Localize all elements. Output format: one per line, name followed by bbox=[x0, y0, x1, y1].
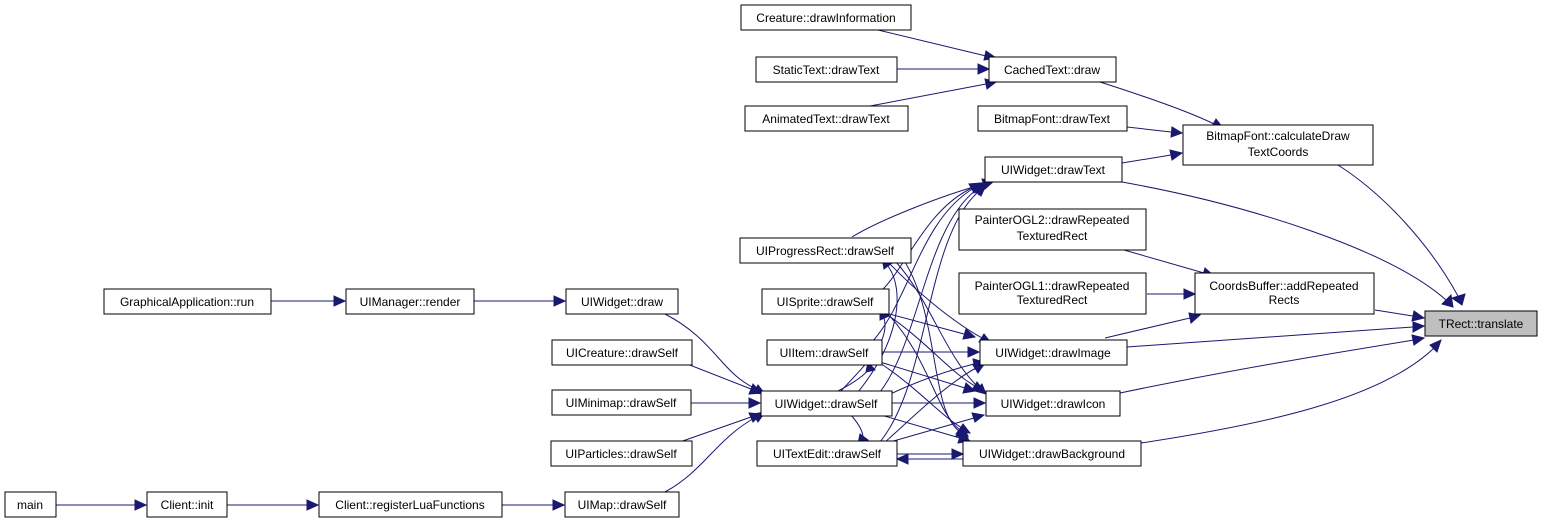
node-label: CachedText::draw bbox=[1004, 63, 1100, 77]
node-label: UISprite::drawSelf bbox=[777, 295, 874, 309]
edge-uiminimap-to-uiwidget-drawself bbox=[690, 397, 762, 409]
edge-uiitem-to-uiwidget-drawbackground bbox=[879, 362, 972, 434]
edge-uiwidget-drawimage-to-trect-translate bbox=[1126, 321, 1426, 348]
node-label: CoordsBuffer::addRepeated bbox=[1209, 279, 1358, 293]
node-label: BitmapFont::drawText bbox=[994, 112, 1111, 126]
edge-uisprite-to-uiwidget-drawicon bbox=[885, 313, 986, 392]
edge-uiwidget-drawbackground-to-uitextedit bbox=[895, 453, 963, 465]
node-label: TexturedRect bbox=[1017, 293, 1088, 307]
node-uitextedit-drawself[interactable]: UITextEdit::drawSelf bbox=[756, 440, 898, 467]
node-client-init[interactable]: Client::init bbox=[146, 491, 228, 518]
node-label: PainterOGL1::drawRepeated bbox=[975, 279, 1130, 293]
edge-uiwidget-drawtext-to-trect-translate bbox=[1121, 181, 1454, 308]
node-label: GraphicalApplication::run bbox=[120, 295, 254, 309]
graph-edges bbox=[56, 29, 1466, 511]
node-bitmapfont-calculatedrawtextcoords[interactable]: BitmapFont::calculateDraw TextCoords bbox=[1182, 124, 1374, 166]
edge-uitextedit-to-uiwidget-drawbackground bbox=[897, 448, 965, 460]
node-uimanager-render[interactable]: UIManager::render bbox=[345, 288, 475, 315]
edge-uiwidget-drawbackground-to-trect-translate bbox=[1140, 339, 1442, 444]
node-uicreature-drawself[interactable]: UICreature::drawSelf bbox=[551, 339, 693, 366]
node-label: UIWidget::drawText bbox=[1001, 163, 1106, 177]
node-label: main bbox=[17, 498, 43, 512]
node-uiparticles-drawself[interactable]: UIParticles::drawSelf bbox=[550, 440, 693, 467]
node-label: Rects bbox=[1269, 293, 1300, 307]
node-label: TextCoords bbox=[1248, 145, 1309, 159]
node-label: UIMap::drawSelf bbox=[578, 498, 667, 512]
edge-creature-drawinformation-to-cachedtext-draw bbox=[877, 29, 998, 61]
edge-registerlua-to-uimap bbox=[502, 499, 566, 511]
node-uiwidget-drawicon[interactable]: UIWidget::drawIcon bbox=[985, 390, 1121, 417]
node-label: UIWidget::draw bbox=[581, 295, 663, 309]
edge-animatedtext-drawtext-to-cachedtext-draw bbox=[869, 78, 998, 107]
node-label: UIWidget::drawSelf bbox=[775, 397, 878, 411]
node-bitmapfont-drawtext[interactable]: BitmapFont::drawText bbox=[977, 105, 1128, 132]
node-main[interactable]: main bbox=[4, 491, 57, 518]
node-label: UIMinimap::drawSelf bbox=[566, 396, 677, 410]
edge-statictext-drawtext-to-cachedtext-draw bbox=[897, 63, 991, 75]
node-animatedtext-drawtext[interactable]: AnimatedText::drawText bbox=[744, 105, 909, 132]
edge-uiwidget-drawtext-to-bitmapfont-calculate bbox=[1121, 149, 1184, 164]
edge-uitextedit-to-uiwidget-drawicon bbox=[889, 412, 986, 443]
edge-client-init-to-registerlua bbox=[227, 499, 320, 511]
node-uiwidget-drawimage[interactable]: UIWidget::drawImage bbox=[979, 339, 1128, 366]
edge-uimanager-render-to-uiwidget-draw bbox=[474, 295, 567, 307]
node-label: UIItem::drawSelf bbox=[780, 346, 869, 360]
edge-uiwidget-drawself-to-uitextedit bbox=[849, 413, 870, 445]
node-label: PainterOGL2::drawRepeated bbox=[975, 213, 1130, 227]
edge-graphicalapp-run-to-uimanager-render bbox=[271, 295, 347, 307]
node-client-registerluafunctions[interactable]: Client::registerLuaFunctions bbox=[318, 491, 503, 518]
node-uiwidget-drawself[interactable]: UIWidget::drawSelf bbox=[760, 390, 893, 417]
node-uiitem-drawself[interactable]: UIItem::drawSelf bbox=[766, 339, 883, 366]
node-uiprogressrect-drawself[interactable]: UIProgressRect::drawSelf bbox=[739, 237, 912, 264]
node-label: StaticText::drawText bbox=[773, 63, 880, 77]
edge-painterogl1-to-coordsbuffer bbox=[1147, 288, 1197, 300]
edge-uiitem-to-uiwidget-drawicon bbox=[879, 361, 977, 394]
edge-uiwidget-drawicon-to-trect-translate bbox=[1119, 334, 1426, 394]
node-cachedtext-draw[interactable]: CachedText::draw bbox=[988, 56, 1117, 83]
node-label: UIParticles::drawSelf bbox=[565, 447, 677, 461]
graph-nodes: TRect::translate Creature::drawInformati… bbox=[4, 4, 1538, 518]
node-label: Client::init bbox=[161, 498, 214, 512]
edge-uiwidget-drawself-to-uiprogressrect bbox=[857, 256, 898, 393]
edge-uiitem-to-uiwidget-drawimage bbox=[882, 346, 981, 358]
node-label: BitmapFont::calculateDraw bbox=[1206, 129, 1350, 143]
node-label: UIWidget::drawImage bbox=[995, 346, 1111, 360]
node-painterogl1-drawrepeatedtexturedrect[interactable]: PainterOGL1::drawRepeated TexturedRect bbox=[958, 272, 1147, 315]
node-label: UIProgressRect::drawSelf bbox=[756, 244, 895, 258]
node-uiminimap-drawself[interactable]: UIMinimap::drawSelf bbox=[551, 389, 692, 416]
node-label: UICreature::drawSelf bbox=[566, 346, 679, 360]
node-label: TRect::translate bbox=[1439, 317, 1524, 331]
node-label: UIWidget::drawIcon bbox=[1001, 397, 1106, 411]
node-label: UIManager::render bbox=[360, 295, 461, 309]
node-label: Client::registerLuaFunctions bbox=[335, 498, 484, 512]
node-uiwidget-draw[interactable]: UIWidget::draw bbox=[565, 288, 679, 315]
node-label: TexturedRect bbox=[1017, 229, 1088, 243]
node-statictext-drawtext[interactable]: StaticText::drawText bbox=[755, 56, 898, 83]
node-label: Creature::drawInformation bbox=[756, 11, 895, 25]
node-uiwidget-drawtext[interactable]: UIWidget::drawText bbox=[984, 156, 1123, 183]
edge-bitmapfont-calculate-to-trect-translate bbox=[1337, 164, 1466, 306]
node-label: UIWidget::drawBackground bbox=[979, 447, 1125, 461]
node-coordsbuffer-addrepeatedrects[interactable]: CoordsBuffer::addRepeated Rects bbox=[1194, 272, 1375, 315]
node-uimap-drawself[interactable]: UIMap::drawSelf bbox=[564, 491, 680, 518]
node-uisprite-drawself[interactable]: UISprite::drawSelf bbox=[761, 288, 890, 315]
node-label: UITextEdit::drawSelf bbox=[773, 447, 882, 461]
edge-uiwidget-drawimage-to-coordsbuffer bbox=[1104, 312, 1202, 339]
edge-uiparticles-to-uiwidget-drawself bbox=[676, 412, 763, 444]
node-trect-translate[interactable]: TRect::translate bbox=[1424, 310, 1538, 337]
edge-main-to-client-init bbox=[56, 499, 148, 511]
node-label: AnimatedText::drawText bbox=[762, 112, 890, 126]
edge-bitmapfont-drawtext-to-bitmapfont-calculate bbox=[1126, 126, 1184, 138]
node-painterogl2-drawrepeatedtexturedrect[interactable]: PainterOGL2::drawRepeated TexturedRect bbox=[958, 208, 1147, 251]
node-uiwidget-drawbackground[interactable]: UIWidget::drawBackground bbox=[962, 440, 1142, 467]
edge-uiwidget-drawself-to-uiwidget-drawicon bbox=[892, 397, 987, 409]
edge-coordsbuffer-to-trect-translate bbox=[1374, 309, 1426, 322]
node-creature-drawinformation[interactable]: Creature::drawInformation bbox=[740, 4, 912, 31]
node-graphicalapplication-run[interactable]: GraphicalApplication::run bbox=[103, 288, 272, 315]
